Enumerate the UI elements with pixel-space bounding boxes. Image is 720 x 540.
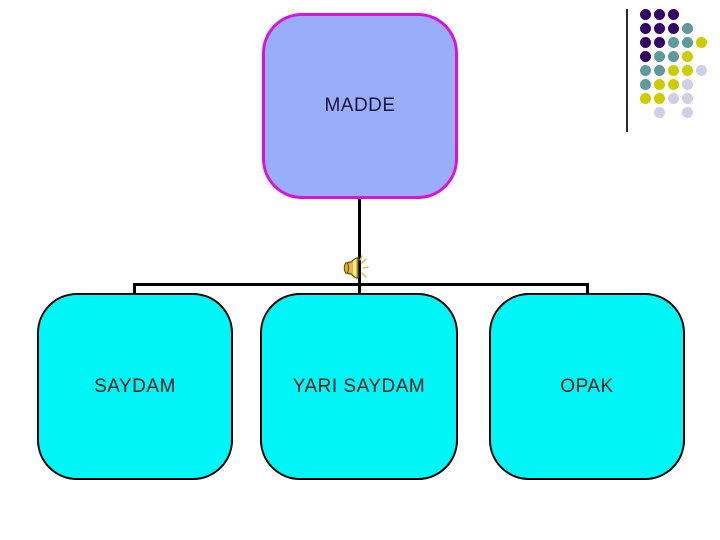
connector-stub-right [586, 283, 589, 293]
box-label-opak: OPAK [560, 375, 614, 397]
decor-dot [639, 36, 651, 48]
decor-dot [667, 64, 679, 76]
diagram-box-madde[interactable]: MADDE [262, 13, 458, 199]
decor-dot [667, 92, 679, 104]
decoration-vertical-rule [626, 9, 628, 132]
decor-dot [639, 50, 651, 62]
connector-horizontal [133, 283, 589, 286]
decor-dot [653, 64, 665, 76]
decor-dot [681, 64, 693, 76]
decor-dot [653, 22, 665, 34]
diagram-box-saydam[interactable]: SAYDAM [37, 293, 233, 480]
decor-dot [653, 8, 665, 20]
decor-dot [695, 36, 707, 48]
box-label-yari-saydam: YARI SAYDAM [292, 375, 426, 397]
decor-dot [639, 22, 651, 34]
decor-dot [639, 8, 651, 20]
decor-dot [667, 36, 679, 48]
box-label-saydam: SAYDAM [94, 375, 176, 397]
decor-dot [653, 92, 665, 104]
diagram-box-yari-saydam[interactable]: YARI SAYDAM [260, 293, 458, 480]
decor-dot [681, 50, 693, 62]
decor-dot [653, 50, 665, 62]
decor-dot [639, 92, 651, 104]
decor-dot [639, 64, 651, 76]
decor-dot [653, 36, 665, 48]
decor-dot [681, 78, 693, 90]
connector-stub-left [133, 283, 136, 293]
diagram-box-opak[interactable]: OPAK [489, 293, 685, 480]
decor-dot [653, 106, 665, 118]
decor-dot [667, 22, 679, 34]
decor-dot [639, 78, 651, 90]
decor-dot [681, 36, 693, 48]
decor-dot [695, 64, 707, 76]
decor-dot [681, 106, 693, 118]
decor-dot [681, 92, 693, 104]
decor-dot [667, 8, 679, 20]
decor-dot [667, 78, 679, 90]
decor-dot [653, 78, 665, 90]
decor-dot [681, 22, 693, 34]
decor-dot [667, 50, 679, 62]
speaker-sound-icon[interactable] [343, 254, 371, 286]
box-label-madde: MADDE [324, 95, 396, 116]
sound-rays [359, 255, 369, 278]
connector-root-vertical [358, 198, 361, 293]
